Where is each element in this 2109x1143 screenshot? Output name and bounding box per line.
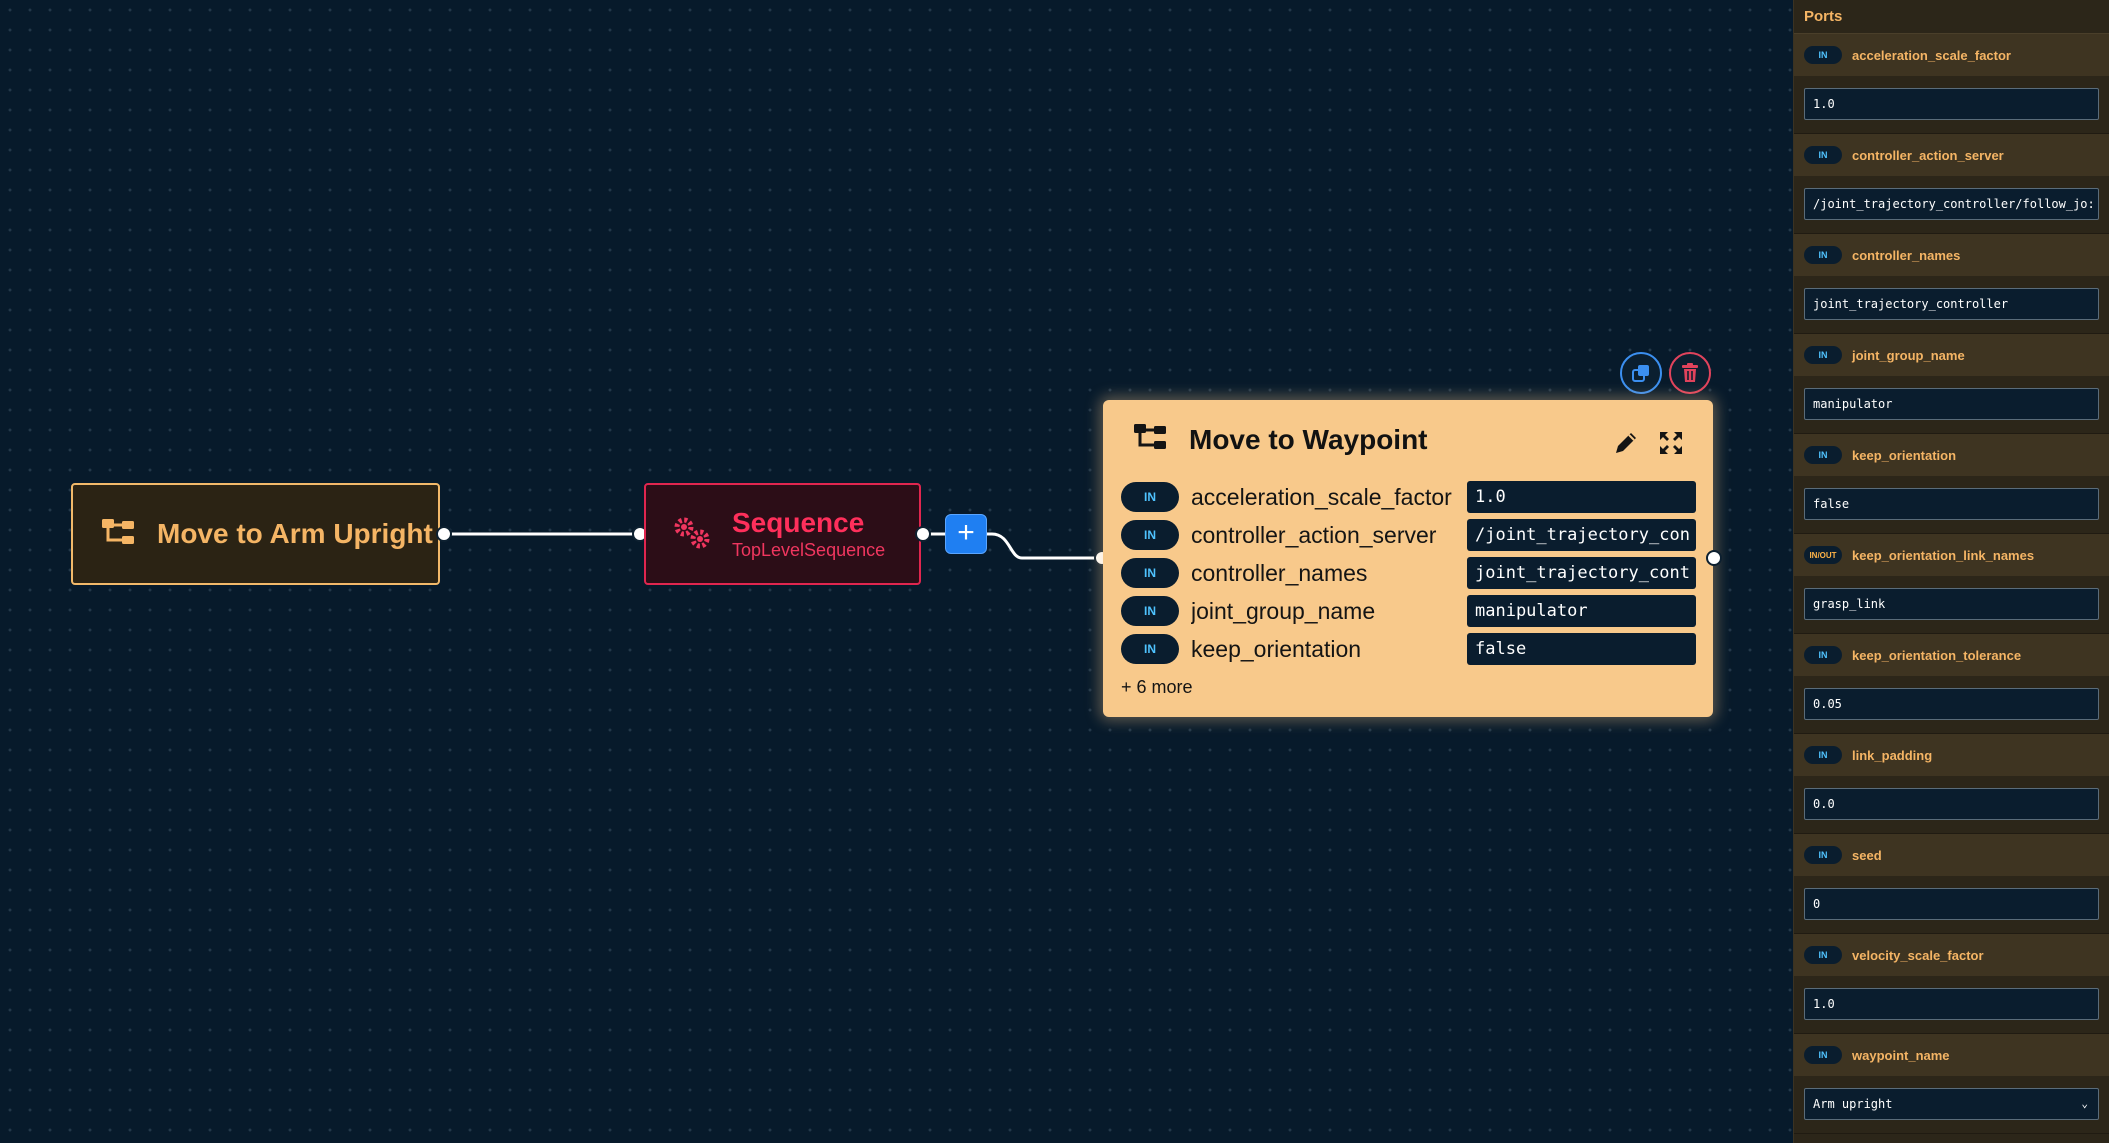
port-name: keep_orientation [1191, 635, 1362, 662]
pencil-icon [1616, 433, 1636, 453]
port-name: waypoint_name [1852, 1047, 1950, 1063]
behavior-tree-icon [1133, 422, 1167, 457]
port-value-input[interactable]: /joint_trajectory_controller/follow_jo: [1804, 188, 2099, 220]
port-name: keep_orientation_tolerance [1852, 647, 2022, 663]
node-title: Sequence [732, 507, 865, 538]
port-name: acceleration_scale_factor [1191, 483, 1452, 510]
waypoint-name-select[interactable]: Arm upright ⌄ [1804, 1088, 2099, 1120]
gears-icon [672, 515, 712, 554]
port-direction-badge: IN [1804, 446, 1842, 464]
node-title: Move to Arm Upright [157, 518, 433, 549]
port-entry: IN controller_names joint_trajectory_cont… [1794, 234, 2109, 334]
port-value-input[interactable]: 0.0 [1804, 788, 2099, 820]
port-entry: IN/OUT keep_orientation_link_names grasp_… [1794, 534, 2109, 634]
port-value-input[interactable]: false [1804, 488, 2099, 520]
duplicate-node-button[interactable] [1620, 352, 1662, 394]
port-value-input[interactable]: joint_trajectory_controller [1804, 288, 2099, 320]
ports-panel: Ports IN acceleration_scale_factor 1.0 IN… [1793, 0, 2109, 1143]
node-sequence[interactable]: Sequence TopLevelSequence [644, 483, 921, 585]
port-name: keep_orientation_link_names [1852, 547, 2035, 563]
port-direction-badge: IN/OUT [1804, 546, 1842, 564]
add-node-button[interactable]: + [945, 514, 987, 554]
copy-icon [1632, 365, 1649, 382]
edit-node-button[interactable] [1611, 428, 1641, 458]
trash-icon [1682, 363, 1698, 382]
port-entry: IN link_padding 0.0 [1794, 734, 2109, 834]
port-direction-badge: IN [1121, 596, 1179, 626]
port-value[interactable]: /joint_trajectory_con [1467, 519, 1696, 551]
port-value-input[interactable]: 0 [1804, 888, 2099, 920]
node-waypoint-output-handle[interactable] [1706, 550, 1722, 566]
port-direction-badge: IN [1804, 1046, 1842, 1064]
node-title: Move to Waypoint [1189, 423, 1428, 455]
port-entry: IN keep_orientation_tolerance 0.05 [1794, 634, 2109, 734]
node-port-list: IN acceleration_scale_factor 1.0 IN cont… [1121, 478, 1697, 668]
port-name: controller_action_server [1852, 147, 2004, 163]
port-direction-badge: IN [1121, 482, 1179, 512]
node-port-row: IN joint_group_name manipulator [1121, 592, 1697, 630]
port-direction-badge: IN [1121, 558, 1179, 588]
port-direction-badge: IN [1804, 746, 1842, 764]
node-port-row: IN controller_action_server /joint_traje… [1121, 516, 1697, 554]
port-name: controller_action_server [1191, 521, 1437, 548]
port-direction-badge: IN [1804, 346, 1842, 364]
port-name: acceleration_scale_factor [1852, 47, 2011, 63]
behavior-tree-icon [101, 517, 135, 552]
port-value[interactable]: joint_trajectory_cont [1467, 557, 1696, 589]
port-name: controller_names [1852, 247, 1961, 263]
port-value-input[interactable]: manipulator [1804, 388, 2099, 420]
port-direction-badge: IN [1804, 46, 1842, 64]
port-value-input[interactable]: 1.0 [1804, 988, 2099, 1020]
port-entry: IN acceleration_scale_factor 1.0 [1794, 34, 2109, 134]
node-move-to-arm-upright[interactable]: Move to Arm Upright [71, 483, 440, 585]
port-name: joint_group_name [1852, 347, 1965, 363]
port-value-input[interactable]: 0.05 [1804, 688, 2099, 720]
port-direction-badge: IN [1121, 634, 1179, 664]
port-name: seed [1852, 847, 1882, 863]
expand-icon [1660, 432, 1682, 454]
port-name: joint_group_name [1191, 597, 1376, 624]
port-entry: IN joint_group_name manipulator [1794, 334, 2109, 434]
port-value[interactable]: manipulator [1467, 595, 1696, 627]
port-entry: IN seed 0 [1794, 834, 2109, 934]
port-entry: IN velocity_scale_factor 1.0 [1794, 934, 2109, 1034]
port-direction-badge: IN [1804, 846, 1842, 864]
port-value[interactable]: false [1467, 633, 1696, 665]
more-ports-link[interactable]: + 6 more [1121, 677, 1193, 697]
port-entry: IN waypoint_name Arm upright ⌄ [1794, 1034, 2109, 1134]
port-name: controller_names [1191, 559, 1368, 586]
select-value: Arm upright [1813, 1097, 1893, 1111]
node-subtitle: TopLevelSequence [732, 540, 886, 560]
node-port-row: IN keep_orientation false [1121, 630, 1697, 668]
port-entry: IN controller_action_server /joint_trajec… [1794, 134, 2109, 234]
behavior-tree-canvas[interactable]: Move to Arm Upright Sequence TopLevelSeq… [0, 0, 1793, 1143]
port-value-input[interactable]: 1.0 [1804, 88, 2099, 120]
node-port-row: IN acceleration_scale_factor 1.0 [1121, 478, 1697, 516]
port-value[interactable]: 1.0 [1467, 481, 1696, 513]
port-name: keep_orientation [1852, 447, 1957, 463]
port-direction-badge: IN [1804, 946, 1842, 964]
port-direction-badge: IN [1121, 520, 1179, 550]
node-port-row: IN controller_names joint_trajectory_con… [1121, 554, 1697, 592]
delete-node-button[interactable] [1669, 352, 1711, 394]
port-value-input[interactable]: grasp_link [1804, 588, 2099, 620]
port-entry: IN keep_orientation false [1794, 434, 2109, 534]
port-direction-badge: IN [1804, 146, 1842, 164]
node-move-to-waypoint[interactable]: Move to Waypoint IN acceleration_scale_f… [1103, 400, 1713, 717]
node-sequence-output-handle[interactable] [915, 526, 931, 542]
node-arm-output-handle[interactable] [436, 526, 452, 542]
port-direction-badge: IN [1804, 646, 1842, 664]
port-name: velocity_scale_factor [1852, 947, 1984, 963]
panel-title: Ports [1794, 0, 2109, 34]
port-name: link_padding [1852, 747, 1933, 763]
port-direction-badge: IN [1804, 246, 1842, 264]
chevron-down-icon: ⌄ [2081, 1097, 2088, 1110]
expand-node-button[interactable] [1656, 428, 1686, 458]
